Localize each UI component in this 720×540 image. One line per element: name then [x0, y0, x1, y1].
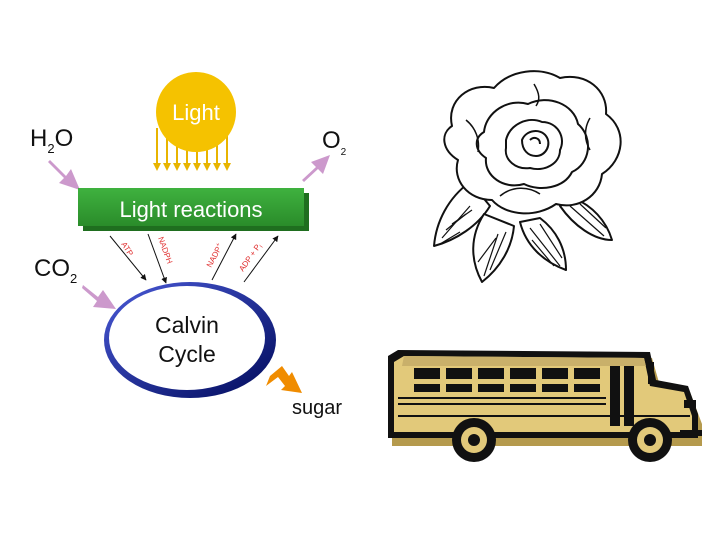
sun-disc — [156, 72, 236, 152]
nadp-arrow — [211, 233, 237, 281]
oxygen-output-arrow — [302, 155, 330, 182]
nadp-label: NADP+ — [205, 242, 225, 269]
energy-carrier-arrows — [109, 233, 279, 284]
water-label: H2O — [30, 125, 73, 156]
school-bus-icon — [388, 350, 702, 462]
atp-arrow — [109, 235, 147, 281]
photosynthesis-diagram: Light H2O O2 Light reactions ATP NADPH N… — [30, 72, 347, 419]
sugar-output-arrow — [266, 366, 302, 393]
light-reactions-box: Light reactions — [78, 188, 309, 231]
carbon-dioxide-input-arrow — [82, 285, 116, 309]
bus-front-wheel — [628, 418, 672, 462]
calvin-cycle: Calvin Cycle — [104, 282, 276, 398]
adp-arrow — [243, 235, 279, 283]
nadph-arrow — [147, 233, 167, 284]
oxygen-label: O2 — [322, 127, 347, 158]
nadph-label: NADPH — [156, 236, 174, 266]
calvin-label-line1: Calvin — [155, 312, 219, 338]
calvin-label-line2: Cycle — [158, 341, 216, 367]
rose-icon — [433, 70, 622, 283]
light-reactions-label: Light reactions — [119, 197, 262, 222]
adp-pi-label: ADP + Pi — [237, 242, 264, 275]
bus-rear-wheel — [452, 418, 496, 462]
sun-icon: Light — [153, 72, 236, 171]
carbon-dioxide-label: CO2 — [34, 255, 77, 286]
water-input-arrow — [48, 160, 80, 190]
sugar-label: sugar — [292, 397, 342, 419]
atp-label: ATP — [119, 240, 135, 257]
sun-label: Light — [172, 100, 220, 125]
bus-windows — [414, 362, 654, 426]
